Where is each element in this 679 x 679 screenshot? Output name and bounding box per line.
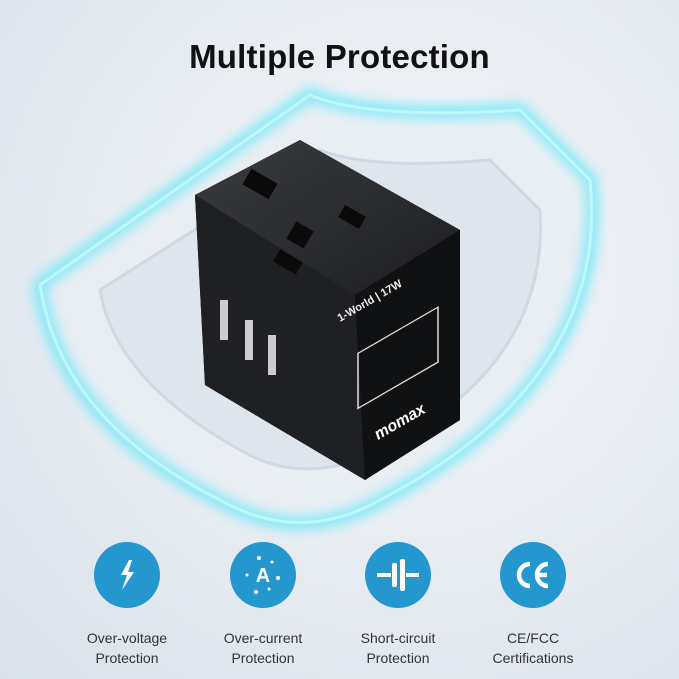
ce-mark-icon	[500, 542, 566, 608]
feature-label: Over-current	[223, 630, 303, 646]
feature-label: Protection	[366, 650, 430, 666]
feature-label: Protection	[95, 650, 159, 666]
feature-label: CE/FCC	[506, 630, 560, 646]
feature-label: Certifications	[492, 650, 574, 666]
feature-label: Over-voltage	[86, 630, 168, 646]
feature-label: Protection	[231, 650, 295, 666]
page-title: Multiple Protection	[189, 38, 490, 75]
ampere-icon: A	[230, 542, 296, 608]
lightning-icon	[94, 542, 160, 608]
feature-certifications: CE/FCC Certifications	[458, 542, 608, 668]
capacitor-icon	[365, 542, 431, 608]
svg-text:A: A	[256, 565, 270, 587]
travel-adapter: momax 1-World | 17W	[195, 140, 460, 480]
feature-label: Short-circuit	[360, 630, 436, 646]
